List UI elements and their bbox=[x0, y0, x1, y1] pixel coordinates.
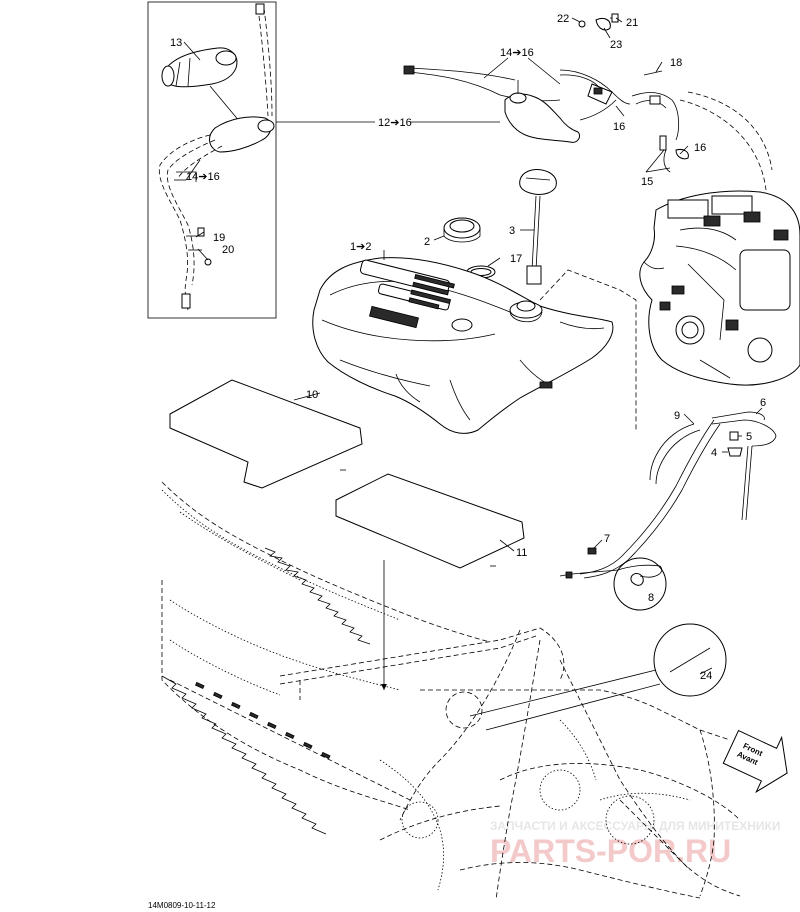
watermark: ЗАПЧАСТИ И АКСЕССУАРЫ ДЛЯ МИНИТЕХНИКИ PA… bbox=[490, 819, 780, 869]
callout-24: 24 bbox=[700, 670, 712, 682]
callout-22: 22 bbox=[557, 13, 569, 25]
inset-detail-box bbox=[147, 1, 277, 319]
callout-16-left: 16 bbox=[613, 121, 625, 133]
drawing-code: 14M0809-10-11-12 bbox=[148, 901, 216, 910]
callout-18: 18 bbox=[670, 57, 682, 69]
watermark-line2: PARTS-POR.RU bbox=[490, 833, 731, 869]
fuel-lines bbox=[559, 411, 777, 611]
callout-11: 11 bbox=[516, 547, 527, 559]
callout-9: 9 bbox=[674, 410, 680, 422]
callout-4: 4 bbox=[711, 447, 717, 459]
engine bbox=[639, 190, 800, 386]
fuel-tank bbox=[312, 257, 614, 434]
callout-23: 23 bbox=[610, 39, 622, 51]
detail-24 bbox=[469, 623, 727, 731]
callout-13: 13 bbox=[170, 37, 182, 49]
filler-neck-assembly bbox=[403, 13, 773, 191]
callout-5: 5 bbox=[746, 431, 752, 443]
front-arrow: Front Avant bbox=[722, 729, 788, 794]
callout-14-16-top: 14➔16 bbox=[500, 47, 534, 59]
callout-1-2: 1➔2 bbox=[350, 241, 371, 253]
callout-16-right: 16 bbox=[694, 142, 706, 154]
callout-15: 15 bbox=[641, 176, 653, 188]
callout-8: 8 bbox=[648, 592, 654, 604]
callout-6: 6 bbox=[760, 397, 766, 409]
fuel-cap-parts bbox=[443, 169, 557, 285]
callout-19: 19 bbox=[213, 232, 225, 244]
callout-10: 10 bbox=[306, 389, 318, 401]
callout-14-16-inset: 14➔16 bbox=[186, 171, 220, 183]
callouts: 13 14➔16 12➔16 19 20 22 21 23 14➔16 18 1… bbox=[170, 13, 766, 682]
watermark-line1: ЗАПЧАСТИ И АКСЕССУАРЫ ДЛЯ МИНИТЕХНИКИ bbox=[490, 819, 780, 833]
callout-12-16: 12➔16 bbox=[378, 117, 412, 129]
callout-21: 21 bbox=[626, 17, 638, 29]
callout-20: 20 bbox=[222, 244, 234, 256]
chassis-frame bbox=[161, 481, 741, 901]
callout-17: 17 bbox=[510, 253, 522, 265]
callout-3: 3 bbox=[509, 225, 515, 237]
callout-7: 7 bbox=[604, 533, 610, 545]
mats bbox=[169, 379, 525, 569]
leader-lines bbox=[174, 17, 763, 675]
callout-2: 2 bbox=[424, 236, 430, 248]
